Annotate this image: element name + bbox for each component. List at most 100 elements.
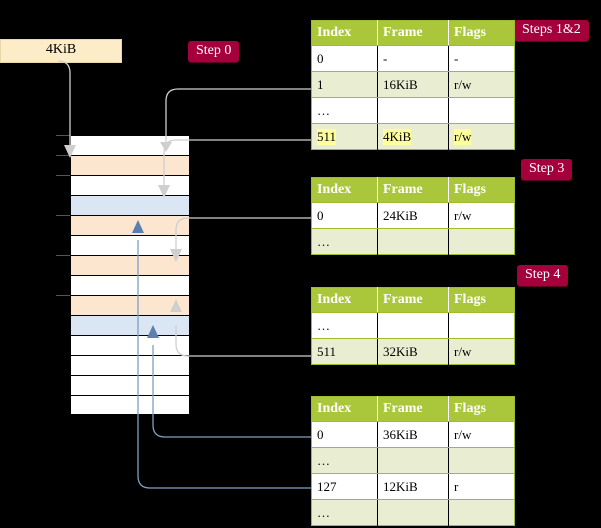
table-l4-row[interactable]: … [311,97,515,124]
table-l1-row[interactable]: 127 12KiB r [311,473,515,500]
badge-step-4-label: Step 4 [525,267,561,282]
table-l2-header-index: Index [311,287,378,313]
memory-frame-5 [70,235,190,255]
table-l4-row[interactable]: 1 16KiB r/w [311,71,515,98]
table-l4-cell-flags [448,97,515,124]
badge-step-4: Step 4 [517,265,569,286]
table-l1-header-flags: Flags [448,396,515,422]
table-l4-cell-index: 1 [311,71,378,98]
table-l4-row[interactable]: 0 - - [311,45,515,72]
memory-frame-10 [70,335,190,355]
table-l1-cell-value: 127 [317,478,337,494]
table-l4-cell-value: … [317,102,330,118]
badge-steps-1-2-label: Steps 1&2 [522,22,581,37]
memory-frame-7 [70,275,190,295]
table-l4-cell-flags: r/w [448,71,515,98]
table-l1-cell-value: 0 [317,426,324,442]
table-l4-cell-value: 16KiB [383,76,418,92]
wire-memory-to-l4 [165,88,311,142]
table-l4-row[interactable]: 511 4KiB r/w [311,123,515,150]
table-l2-cell-index: 511 [311,338,378,365]
table-l1-row[interactable]: … [311,499,515,526]
arrow-alloc-to-memory [64,145,76,158]
memory-frame-tick-2 [56,175,70,176]
badge-step-0: Step 0 [188,41,240,62]
table-l2-cell-value: … [317,317,330,333]
table-l3-header-frame: Frame [377,177,449,203]
table-l1-cell-frame: 12KiB [377,473,449,500]
table-l4-cell-value: 4KiB [383,128,412,145]
table-l3-row[interactable]: … [311,228,515,255]
arrow-l3-to-memory [170,249,182,262]
table-l4-header-frame: Frame [377,20,449,46]
table-l2-cell-flags: r/w [448,338,515,365]
table-l3-header-index: Index [311,177,378,203]
table-l2-cell-flags [448,312,515,339]
physical-memory-column [56,135,190,415]
table-l3-cell-value: r/w [454,207,472,223]
wire-l1-row0-to-memory [152,345,311,438]
table-l1-row[interactable]: 0 36KiB r/w [311,421,515,448]
table-l1-cell-index: … [311,447,378,474]
table-l1-cell-flags [448,447,515,474]
memory-frame-tick-4 [56,215,70,216]
table-l3-cell-index: 0 [311,202,378,229]
table-l4-cell-frame: 16KiB [377,71,449,98]
table-l1-cell-value: 12KiB [383,478,418,494]
table-l1-row[interactable]: … [311,447,515,474]
arrow-memory-to-l4 [160,142,172,152]
wire-l2-to-memory [175,325,311,357]
memory-frame-3 [70,195,190,215]
table-l2-row[interactable]: 511 32KiB r/w [311,338,515,365]
memory-frame-12 [70,375,190,395]
table-l1-cell-index: 0 [311,421,378,448]
table-l2-cell-value: 32KiB [383,343,418,359]
badge-step-3-label: Step 3 [529,161,565,176]
table-l2-row[interactable]: … [311,312,515,339]
table-l4-cell-value: 0 [317,50,324,66]
memory-frame-4 [70,215,190,235]
table-l4-cell-value: r/w [454,128,472,145]
table-l4-cell-index: 0 [311,45,378,72]
table-l4-cell-value: - [383,50,388,66]
table-l4-cell-frame: - [377,45,449,72]
table-l3-cell-flags: r/w [448,202,515,229]
memory-frame-13 [70,395,190,415]
table-l2-header-flags: Flags [448,287,515,313]
table-l1-cell-flags: r/w [448,421,515,448]
table-l1-cell-flags: r [448,473,515,500]
arrow-l1-row127-to-memory [132,220,144,233]
table-l1-header-index: Index [311,396,378,422]
table-l4-cell-value: 511 [317,128,337,145]
arrow-l2-to-memory [170,299,182,312]
table-l2-cell-value: r/w [454,343,472,359]
memory-frame-tick-0 [56,135,70,136]
table-l3-cell-value: 0 [317,207,324,223]
table-l2-cell-frame [377,312,449,339]
memory-frame-tick-8 [56,295,70,296]
badge-step-3: Step 3 [521,159,573,180]
table-l1-cell-frame: 36KiB [377,421,449,448]
table-l4-cell-flags: r/w [448,123,515,150]
table-l4-cell-flags: - [448,45,515,72]
memory-frame-11 [70,355,190,375]
wire-l4-to-memory [163,139,311,185]
wire-l3-to-memory [175,217,311,249]
badge-step-0-label: Step 0 [196,43,232,58]
memory-frame-6 [70,255,190,275]
table-l3-cell-index: … [311,228,378,255]
memory-frame-2 [70,175,190,195]
table-l1-cell-value: r/w [454,426,472,442]
table-l4-cell-index: 511 [311,123,378,150]
wire-alloc-to-memory [57,60,71,145]
table-l2-header-frame: Frame [377,287,449,313]
table-l1-cell-flags [448,499,515,526]
table-l1-cell-frame [377,447,449,474]
table-l3-header-flags: Flags [448,177,515,203]
table-l2-cell-index: … [311,312,378,339]
table-l1-cell-value: r [454,478,459,494]
